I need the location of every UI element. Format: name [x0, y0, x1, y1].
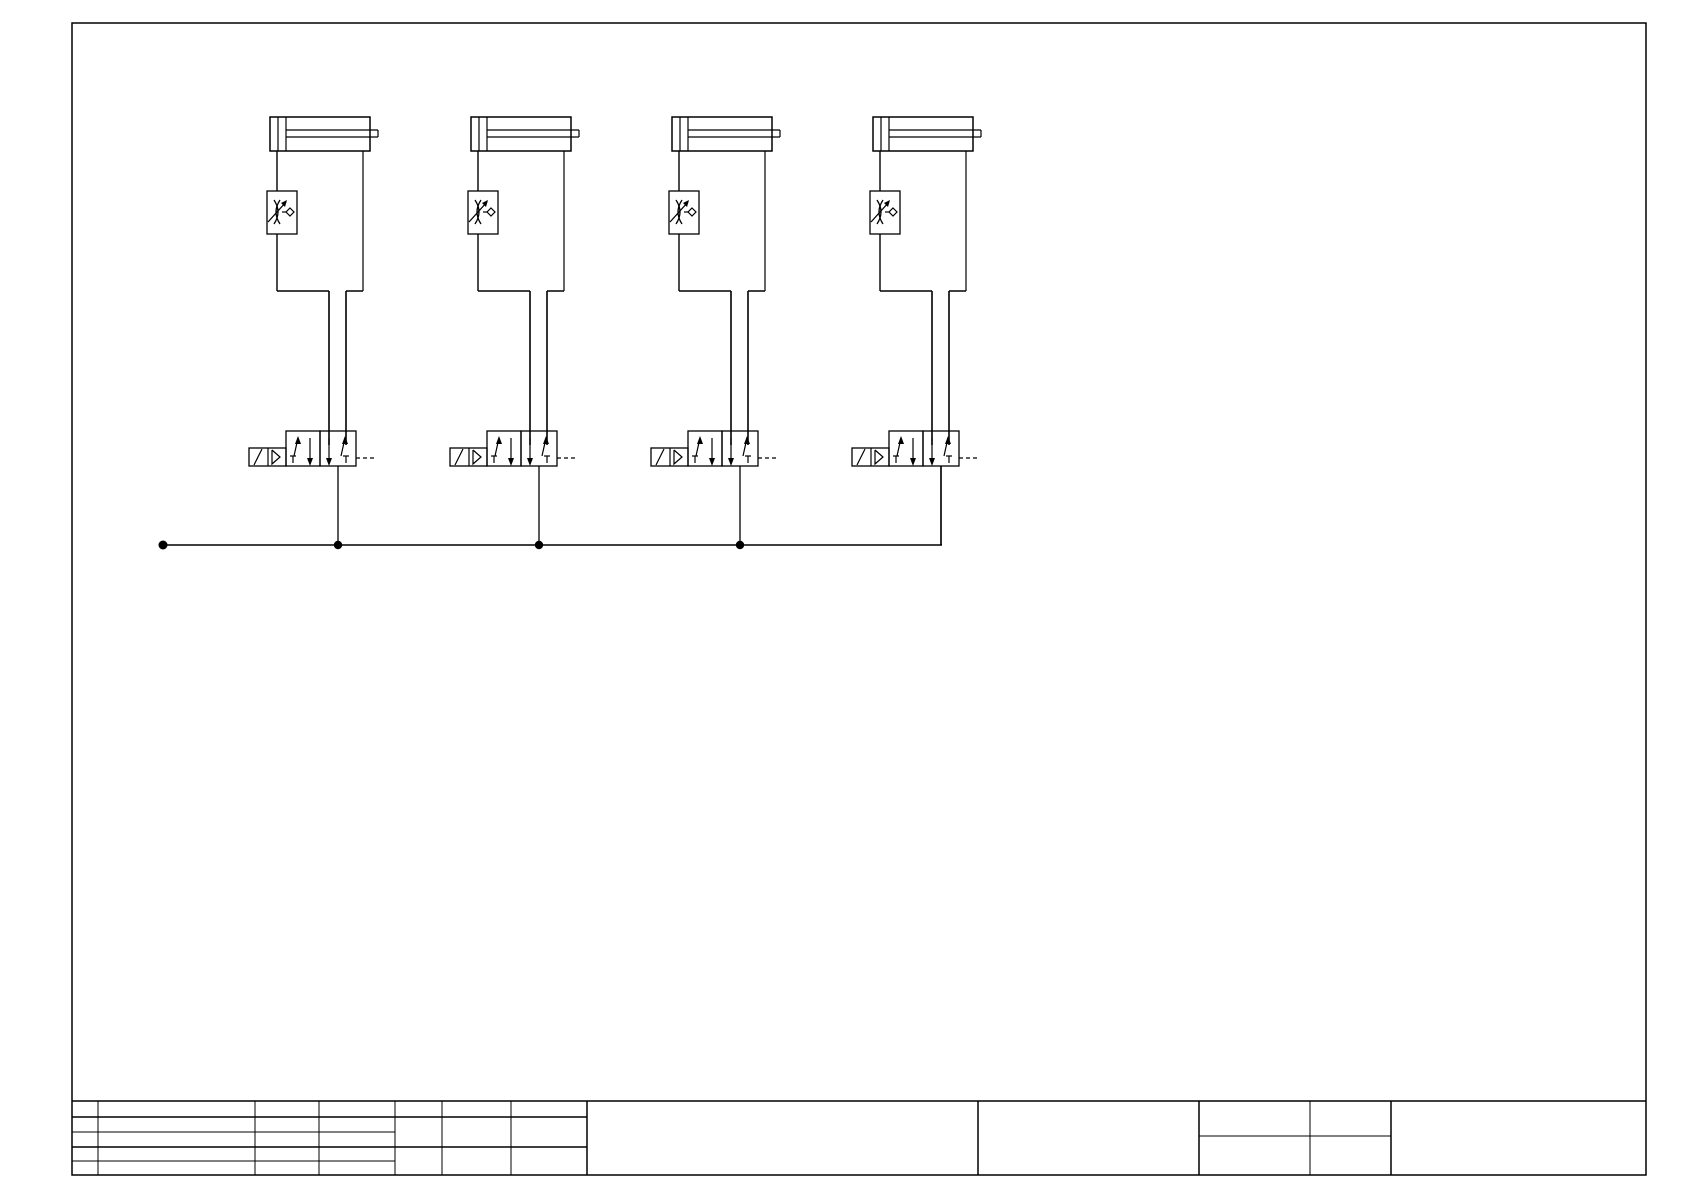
flow-control-valve	[267, 191, 297, 234]
double-acting-cylinder	[270, 117, 378, 151]
junction-node	[334, 541, 342, 549]
solenoid-valve-5-2	[852, 431, 977, 466]
drawing-frame	[72, 23, 1646, 1175]
flow-control-valve	[870, 191, 900, 234]
junction-node	[535, 541, 543, 549]
title-block	[72, 1101, 1646, 1175]
junction-node	[736, 541, 744, 549]
supply-branch	[535, 466, 543, 549]
supply-branch	[334, 466, 342, 549]
air-lines	[277, 151, 363, 445]
supply-line	[159, 541, 943, 550]
solenoid-valve-5-2	[651, 431, 776, 466]
air-lines	[880, 151, 966, 445]
double-acting-cylinder	[672, 117, 780, 151]
pneumatic-unit	[852, 117, 981, 545]
flow-control-valve	[468, 191, 498, 234]
air-lines	[478, 151, 564, 445]
double-acting-cylinder	[471, 117, 579, 151]
pneumatic-units	[249, 117, 981, 549]
double-acting-cylinder	[873, 117, 981, 151]
supply-start-node	[159, 541, 168, 550]
pneumatic-unit	[249, 117, 378, 549]
solenoid-valve-5-2	[249, 431, 374, 466]
solenoid-valve-5-2	[450, 431, 575, 466]
air-lines	[679, 151, 765, 445]
pneumatic-unit	[450, 117, 579, 549]
supply-branch	[736, 466, 744, 549]
pneumatic-unit	[651, 117, 780, 549]
flow-control-valve	[669, 191, 699, 234]
